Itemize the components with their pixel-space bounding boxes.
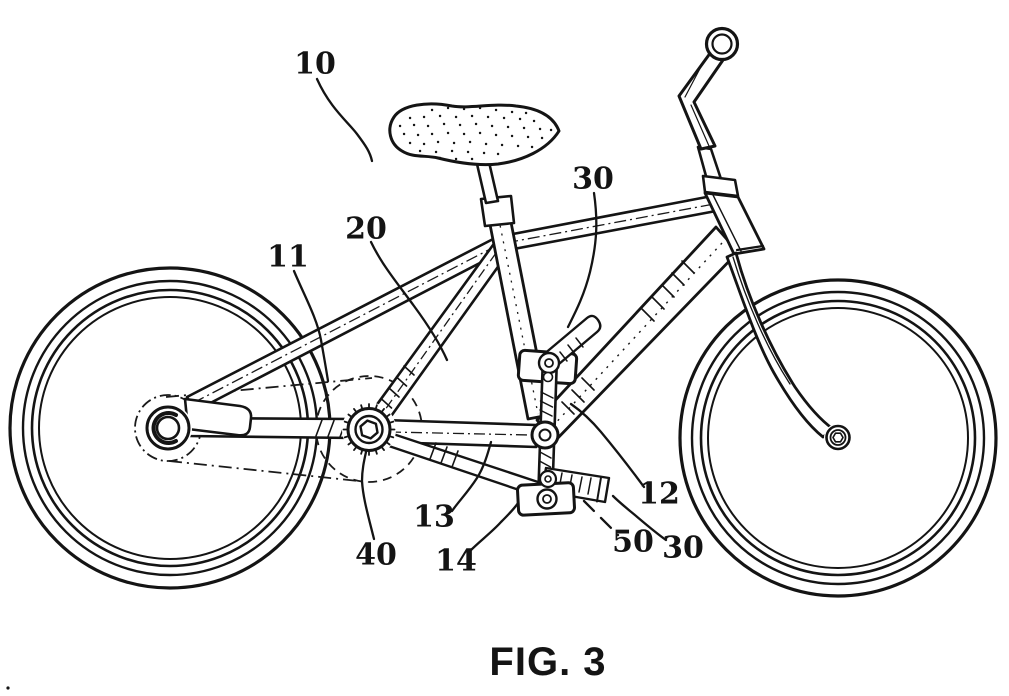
rear-axle (155, 415, 181, 441)
front-hub (824, 423, 852, 452)
crank-knurl-tick (388, 420, 395, 424)
leader-11 (292, 269, 330, 383)
crank-knurl-tick (385, 413, 391, 419)
front-tire-inner (690, 290, 986, 586)
leader-13 (450, 440, 493, 513)
leader-lines (292, 77, 668, 552)
ref-label-11: 11 (267, 240, 309, 275)
figure-caption: FIG. 3 (489, 640, 606, 684)
front-axle-nut (832, 432, 844, 443)
leader-30-top (566, 191, 598, 329)
link-bar-hatching (538, 391, 554, 468)
head-tube-seam (712, 194, 742, 252)
head-tube-joint-line (735, 244, 765, 252)
ref-label-40: 40 (355, 538, 397, 573)
ref-label-12: 12 (638, 477, 680, 512)
handlebar-seam (684, 58, 710, 147)
ref-label-50: 50 (612, 525, 654, 560)
crank-knurl-tick (347, 413, 353, 419)
lower-rod-pivot-pin (544, 475, 552, 483)
ref-label-20: 20 (345, 212, 387, 247)
rear-dropout-plate (183, 397, 253, 437)
crank-knurl-tick (380, 407, 385, 414)
rear-hub (144, 397, 253, 452)
crank-axle-nut (359, 419, 379, 440)
scan-artifact-dot (6, 686, 10, 690)
leader-14 (469, 501, 520, 552)
leader-40 (360, 450, 376, 541)
ref-label-14: 14 (435, 544, 477, 579)
ref-label-30-bottom: 30 (662, 531, 704, 566)
handlebar-grip-ring (704, 26, 740, 62)
crank-knurl-tick (360, 404, 364, 411)
front-hub-inner (829, 429, 847, 446)
frame (184, 147, 740, 499)
link-fulcrum-pin (538, 428, 552, 442)
crank-knurl-tick (374, 404, 378, 411)
upper-pedal-pivot (537, 351, 561, 375)
fork-blade-seam (732, 256, 791, 385)
crank-knurl-tick (374, 448, 378, 455)
front-hub-shell (825, 424, 851, 451)
pedal-lever-mechanism (516, 314, 611, 517)
crank-knurl-tick (385, 440, 391, 446)
leader-30-bottom (611, 494, 668, 542)
saddle-outline (388, 102, 561, 167)
brace-hatching (380, 365, 415, 409)
down-tube-hatching (561, 260, 695, 415)
front-hub-mask (824, 423, 852, 452)
leader-50-dashed (582, 499, 620, 537)
rear-hub-c-slot (151, 411, 178, 445)
upper-pedal-pivot-pin (544, 358, 554, 368)
rear-hub-shell (145, 405, 191, 451)
lower-pedal-pivot-pin (542, 494, 552, 504)
crank-knurl-tick (353, 407, 358, 414)
ref-label-13: 13 (413, 500, 455, 535)
seat-tube-dotted-line (496, 209, 539, 415)
link-fulcrum-pivot (530, 420, 560, 450)
leader-12 (569, 402, 646, 489)
handlebar-assembly (677, 26, 766, 256)
front-wheel (678, 278, 998, 598)
lower-pedal-pivot (536, 488, 558, 510)
front-fork (725, 251, 835, 439)
front-tire-outer (678, 278, 998, 598)
ref-label-10: 10 (294, 47, 336, 82)
crank-knurl-tick (353, 445, 358, 452)
leader-20 (369, 240, 449, 362)
crank-knurl-tick (343, 420, 350, 424)
crank-knurl-tick (347, 440, 353, 446)
crank-hub (342, 402, 396, 457)
chain-lower-run (168, 460, 369, 483)
front-rim-outer (699, 299, 977, 577)
handlebar-grip-ring-inner (711, 33, 733, 55)
fulcrum-tube-centerline (389, 431, 531, 436)
lower-rod-end-cap (596, 476, 602, 503)
upper-pedal-bolt (542, 371, 554, 383)
crank-knurl-tick (343, 435, 350, 439)
crank-hub-knurl (342, 403, 396, 456)
saddle-stipple (398, 106, 553, 161)
saddle (388, 102, 561, 167)
upper-rod-hatching (559, 337, 584, 362)
rear-stay-centerline (192, 203, 715, 404)
crank-knurl-tick (388, 435, 395, 439)
front-rim-inner (707, 307, 969, 569)
lower-rod-pivot (538, 469, 558, 489)
reference-labels: 10 11 20 30 12 13 14 40 50 30 (267, 47, 704, 579)
leader-10 (315, 77, 374, 163)
lower-crank-rod-hatching (429, 442, 459, 468)
ref-label-30-top: 30 (572, 162, 614, 197)
crank-knurl-tick (380, 445, 385, 452)
crank-knurl-tick (360, 448, 364, 455)
